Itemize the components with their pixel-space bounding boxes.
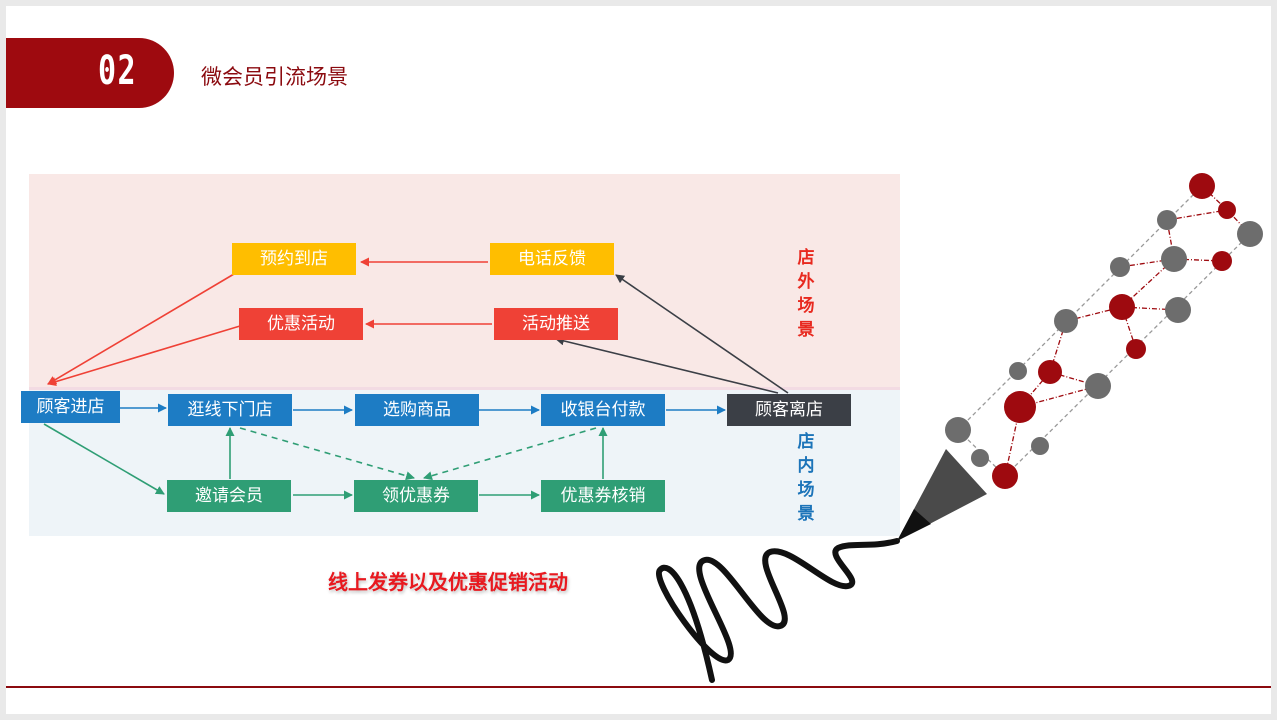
section-badge: 02 bbox=[6, 38, 174, 108]
node-activity-push: 活动推送 bbox=[494, 308, 618, 340]
node-select-goods: 选购商品 bbox=[355, 394, 479, 426]
arrow-enter-to-invite bbox=[43, 423, 165, 495]
outside-store-zone bbox=[29, 174, 900, 388]
node-browse-store: 逛线下门店 bbox=[168, 394, 292, 426]
node-redeem-coupon: 优惠券核销 bbox=[541, 480, 665, 512]
pencil-point bbox=[897, 509, 931, 541]
node-get-coupon: 领优惠券 bbox=[354, 480, 478, 512]
arrow-promotion-to-enter bbox=[47, 325, 241, 386]
bottom-rule bbox=[6, 686, 1271, 688]
slide-title: 微会员引流场景 bbox=[201, 65, 348, 89]
molecule-nodes bbox=[945, 173, 1263, 489]
pencil-illustration bbox=[656, 173, 1263, 683]
node-promotion: 优惠活动 bbox=[239, 308, 363, 340]
node-customer-enters: 顾客进店 bbox=[21, 391, 120, 423]
arrows-outside bbox=[47, 257, 789, 394]
caption: 线上发券以及优惠促销活动 bbox=[328, 570, 568, 594]
arrow-browse-to-coupon-dashed bbox=[239, 427, 415, 481]
node-invite-member: 邀请会员 bbox=[167, 480, 291, 512]
arrows-inside bbox=[43, 403, 726, 500]
node-checkout-pay: 收银台付款 bbox=[541, 394, 665, 426]
arrow-checkout-to-coupon-dashed bbox=[423, 427, 597, 481]
outside-store-label: 店外场景 bbox=[797, 248, 815, 340]
arrow-leave-to-feedback bbox=[615, 274, 789, 394]
inside-store-label: 店内场景 bbox=[797, 432, 815, 524]
slide: 02 微会员引流场景 店外场景 店内场景 线上发券以及优惠促销活动 bbox=[6, 6, 1271, 714]
zone-divider bbox=[29, 387, 900, 390]
arrow-reserve-to-enter bbox=[47, 273, 235, 385]
section-number: 02 bbox=[98, 48, 138, 94]
node-reserve-visit: 预约到店 bbox=[232, 243, 356, 275]
molecule-lines bbox=[957, 185, 1251, 477]
node-phone-feedback: 电话反馈 bbox=[490, 243, 614, 275]
node-customer-leaves: 顾客离店 bbox=[727, 394, 851, 426]
scribble-line bbox=[656, 538, 900, 683]
arrow-leave-to-push bbox=[555, 336, 779, 394]
